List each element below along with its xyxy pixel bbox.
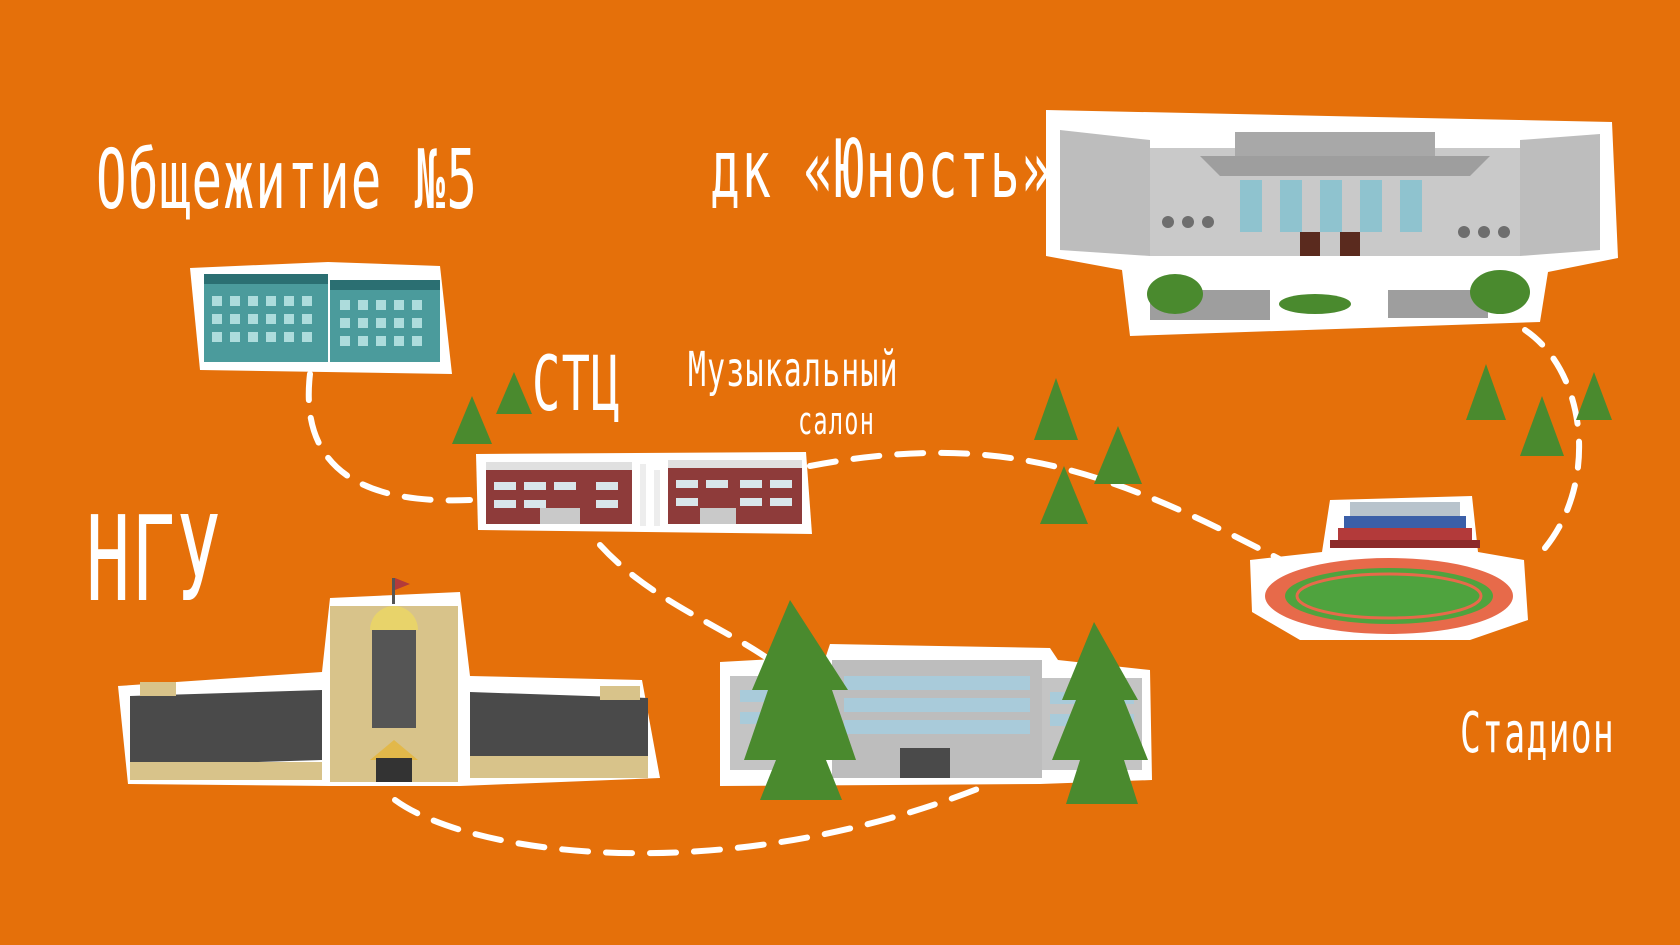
- route-music-stadium: [807, 449, 1288, 565]
- music-salon-label-line2: салон: [798, 399, 876, 443]
- sti-music-building: [476, 452, 812, 534]
- route-sti-center: [597, 542, 773, 663]
- dk-yunost-label: дк «Юность»: [710, 123, 1053, 216]
- route-paths: [305, 327, 1583, 857]
- stadium: [1250, 496, 1528, 640]
- stadium-label: Стадион: [1460, 701, 1616, 766]
- central-building: [720, 600, 1152, 804]
- ngu-label: НГУ: [86, 490, 222, 628]
- ngu-building: [118, 578, 660, 786]
- dormitory-label: Общежитие №5: [96, 133, 479, 228]
- dk-yunost-building: [1046, 110, 1618, 336]
- route-ngu-center: [392, 785, 983, 857]
- dormitory-building: [190, 262, 452, 374]
- sti-label: СТЦ: [532, 339, 621, 428]
- trees: [452, 364, 1612, 524]
- route-dorm-sti: [305, 371, 473, 504]
- music-salon-label-line1: Музыкальный: [688, 342, 899, 398]
